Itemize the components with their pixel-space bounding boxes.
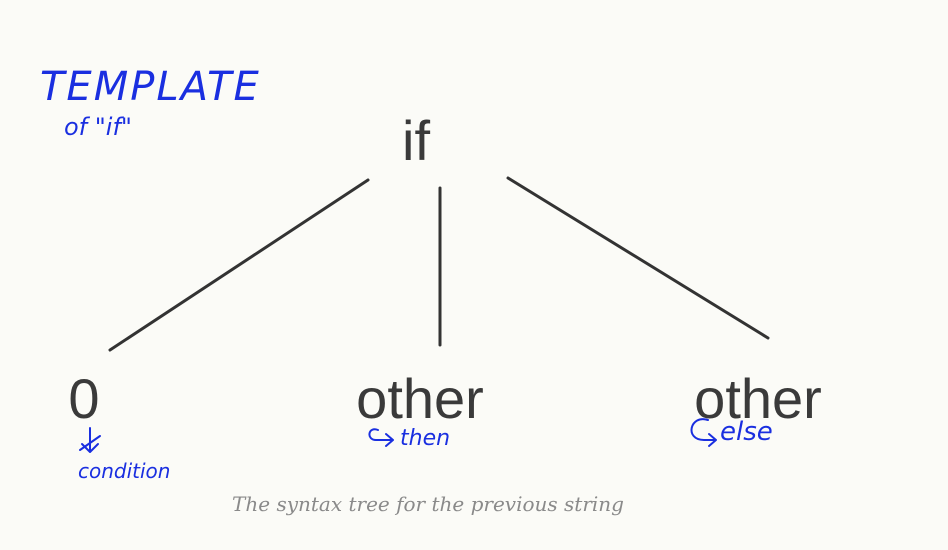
arrow-right-icon [368,428,394,447]
then-note: then [400,426,450,451]
edge-if-to-else [506,176,770,340]
tree-child-condition-label: 0 [68,367,99,430]
else-note: else [720,417,773,447]
tree-child-else-label: other [694,367,822,430]
arrow-down-icon [79,427,101,453]
condition-note: condition [78,459,170,483]
annotation-subtitle: of "if" [64,113,132,141]
arrow-right-icon [690,418,717,447]
annotation-title: TEMPLATE [40,64,261,110]
tree-root-label: if [402,109,430,172]
tree-child-then-label: other [356,367,484,430]
caption: The syntax tree for the previous string [232,492,624,516]
edge-if-to-condition [108,178,370,352]
